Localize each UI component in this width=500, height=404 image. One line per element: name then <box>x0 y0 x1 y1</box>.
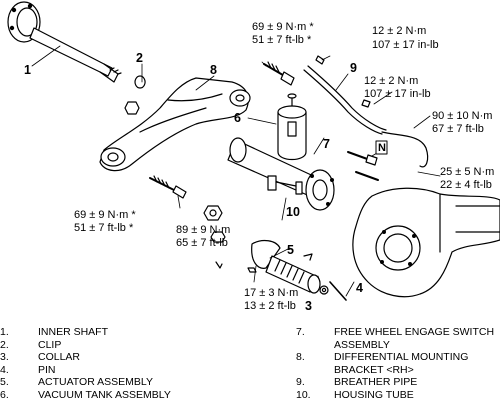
legend-num: 2. <box>0 338 9 351</box>
bracket-bolt-lower <box>149 175 187 199</box>
pin <box>329 281 347 301</box>
switch-bolt <box>347 151 378 166</box>
callout-7: 7 <box>323 137 330 151</box>
callout-5: 5 <box>287 243 294 257</box>
legend-num: 10. <box>296 389 311 401</box>
callout-8: 8 <box>210 63 217 77</box>
legend-left: 1. INNER SHAFT 2. CLIP 3. COLLAR 4. PIN … <box>0 326 250 404</box>
nut-small <box>210 231 226 243</box>
torque-switch-nm: 90 ± 10 N·m <box>432 110 493 122</box>
callout-1: 1 <box>24 63 31 77</box>
arrow-indicator <box>303 253 313 261</box>
legend-text: COLLAR <box>38 351 81 364</box>
inner-shaft <box>29 27 122 83</box>
legend-num: 7. <box>296 326 305 338</box>
legend-right: 7. FREE WHEEL ENGAGE SWITCH ASSEMBLY 8. … <box>296 326 500 404</box>
bracket-bolt-upper <box>263 61 295 86</box>
vacuum-tank <box>277 93 307 161</box>
housing-bolt <box>355 171 379 181</box>
legend-text: BREATHER PIPE <box>334 376 418 389</box>
torque-bracket-lower-ftlb: 51 ± 7 ft-lb * <box>74 222 134 234</box>
torque-bracket-upper-nm: 69 ± 9 N·m * <box>252 21 314 33</box>
legend-text: ACTUATOR ASSEMBLY <box>38 376 153 389</box>
clip-lower <box>215 261 223 269</box>
clip <box>134 75 146 89</box>
legend-text: BRACKET <RH> <box>334 363 414 376</box>
torque-nut-nm: 89 ± 9 N·m <box>176 224 231 236</box>
torque-breather-lower-inlb: 107 ± 17 in-lb <box>364 88 431 100</box>
torque-bracket-upper-ftlb: 51 ± 7 ft-lb * <box>252 34 312 46</box>
mounting-bolt-upper <box>124 101 140 115</box>
legend-text: CLIP <box>38 338 62 351</box>
torque-actuator-nm: 17 ± 3 N·m <box>244 287 299 299</box>
callout-4: 4 <box>356 281 363 295</box>
legend-num: 3. <box>0 351 9 364</box>
bracket-nut <box>203 205 223 221</box>
torque-actuator-ftlb: 13 ± 2 ft-lb <box>244 300 296 312</box>
legend-text: VACUUM TANK ASSEMBLY <box>38 389 171 401</box>
legend-num: 9. <box>296 376 305 389</box>
actuator-assembly <box>247 239 321 294</box>
callout-6: 6 <box>234 111 241 125</box>
legend-num: 1. <box>0 326 9 338</box>
collar <box>319 285 329 295</box>
callout-9: 9 <box>350 61 357 75</box>
leader-lines <box>31 45 441 297</box>
legend-text: INNER SHAFT <box>38 326 109 338</box>
n-marker-box <box>375 140 388 155</box>
torque-breather-upper-nm: 12 ± 2 N·m <box>372 25 427 37</box>
callout-3: 3 <box>305 299 312 313</box>
differential-carrier <box>352 187 500 298</box>
callout-n: N <box>378 142 386 154</box>
callout-2: 2 <box>136 51 143 65</box>
torque-housing-nm: 25 ± 5 N·m <box>440 166 495 178</box>
free-wheel-engage-switch <box>267 175 303 195</box>
torque-nut-ftlb: 65 ± 7 ft-lb <box>176 237 228 249</box>
breather-pipe <box>303 55 429 168</box>
torque-bracket-lower-nm: 69 ± 9 N·m * <box>74 209 136 221</box>
legend-text: DIFFERENTIAL MOUNTING <box>334 351 469 364</box>
legend-num: 8. <box>296 351 305 364</box>
legend-text: HOUSING TUBE <box>334 389 414 401</box>
legend-num: 5. <box>0 376 9 389</box>
torque-housing-ftlb: 22 ± 4 ft-lb <box>440 179 492 191</box>
torque-breather-upper-inlb: 107 ± 17 in-lb <box>372 39 439 51</box>
differential-mounting-bracket <box>99 77 251 172</box>
legend-text: PIN <box>38 363 56 376</box>
legend-text: FREE WHEEL ENGAGE SWITCH <box>334 326 495 338</box>
torque-switch-ftlb: 67 ± 7 ft-lb <box>432 123 484 135</box>
legend-num: 6. <box>0 389 9 401</box>
legend-text: ASSEMBLY <box>334 338 390 351</box>
legend-num: 4. <box>0 363 9 376</box>
callout-10: 10 <box>286 205 300 219</box>
torque-breather-lower-nm: 12 ± 2 N·m <box>364 75 419 87</box>
